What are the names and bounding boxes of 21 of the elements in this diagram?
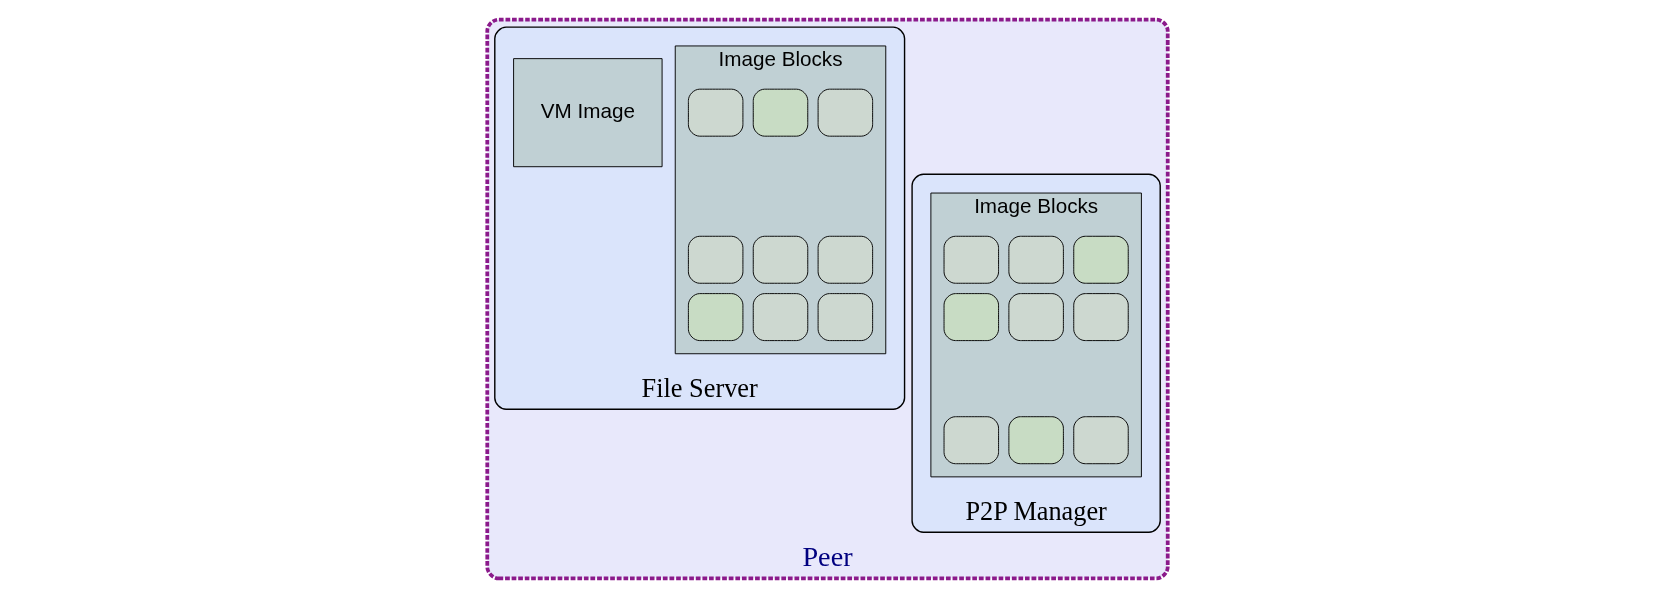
node-box [1008,293,1064,342]
node-box: VM Image [513,58,663,168]
cluster: Image Blocks [930,192,1142,478]
node-box [687,293,744,342]
cluster: Image Blocks [674,45,887,355]
node-box [943,293,999,342]
node-box [1008,235,1064,284]
node-box [1008,416,1064,465]
node-box [1073,293,1129,342]
node-box [817,235,874,284]
node-box [687,235,744,284]
node-box [943,235,999,284]
node-box [687,88,744,137]
node-box [817,88,874,137]
node-box [943,416,999,465]
node-box [817,293,874,342]
node-box [752,293,809,342]
node-box [752,88,809,137]
node-box [1073,416,1129,465]
node-box [752,235,809,284]
node-box [1073,235,1129,284]
